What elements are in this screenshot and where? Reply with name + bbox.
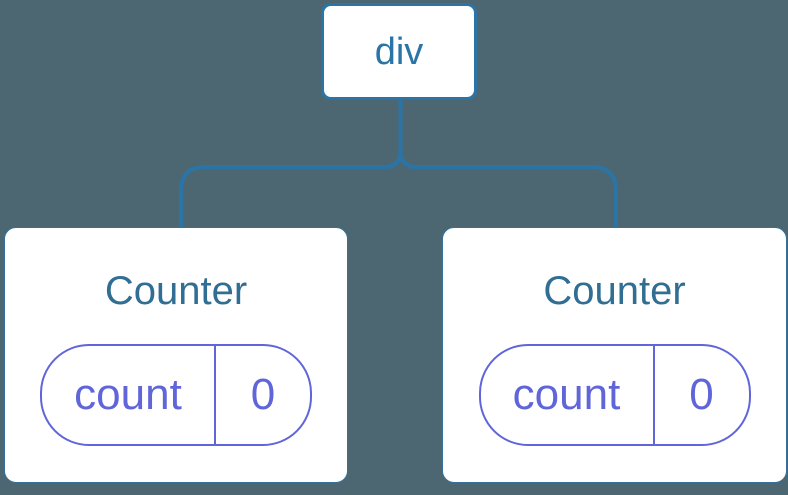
div-node-label: div bbox=[374, 30, 424, 73]
tree-node-div: div bbox=[321, 3, 477, 100]
counter-title: Counter bbox=[104, 269, 248, 313]
connector-right-branch bbox=[398, 97, 618, 229]
state-value: 0 bbox=[250, 370, 276, 419]
counter-card-left: Counter count 0 bbox=[4, 227, 348, 483]
state-pill: count 0 bbox=[40, 344, 312, 446]
counter-title: Counter bbox=[543, 269, 686, 313]
state-key-label: count bbox=[42, 346, 216, 444]
state-pill: count 0 bbox=[478, 344, 751, 446]
state-value: 0 bbox=[689, 370, 714, 419]
counter-card-right: Counter count 0 bbox=[442, 227, 787, 483]
connector-left-branch bbox=[179, 97, 403, 229]
state-key-label: count bbox=[481, 346, 655, 444]
